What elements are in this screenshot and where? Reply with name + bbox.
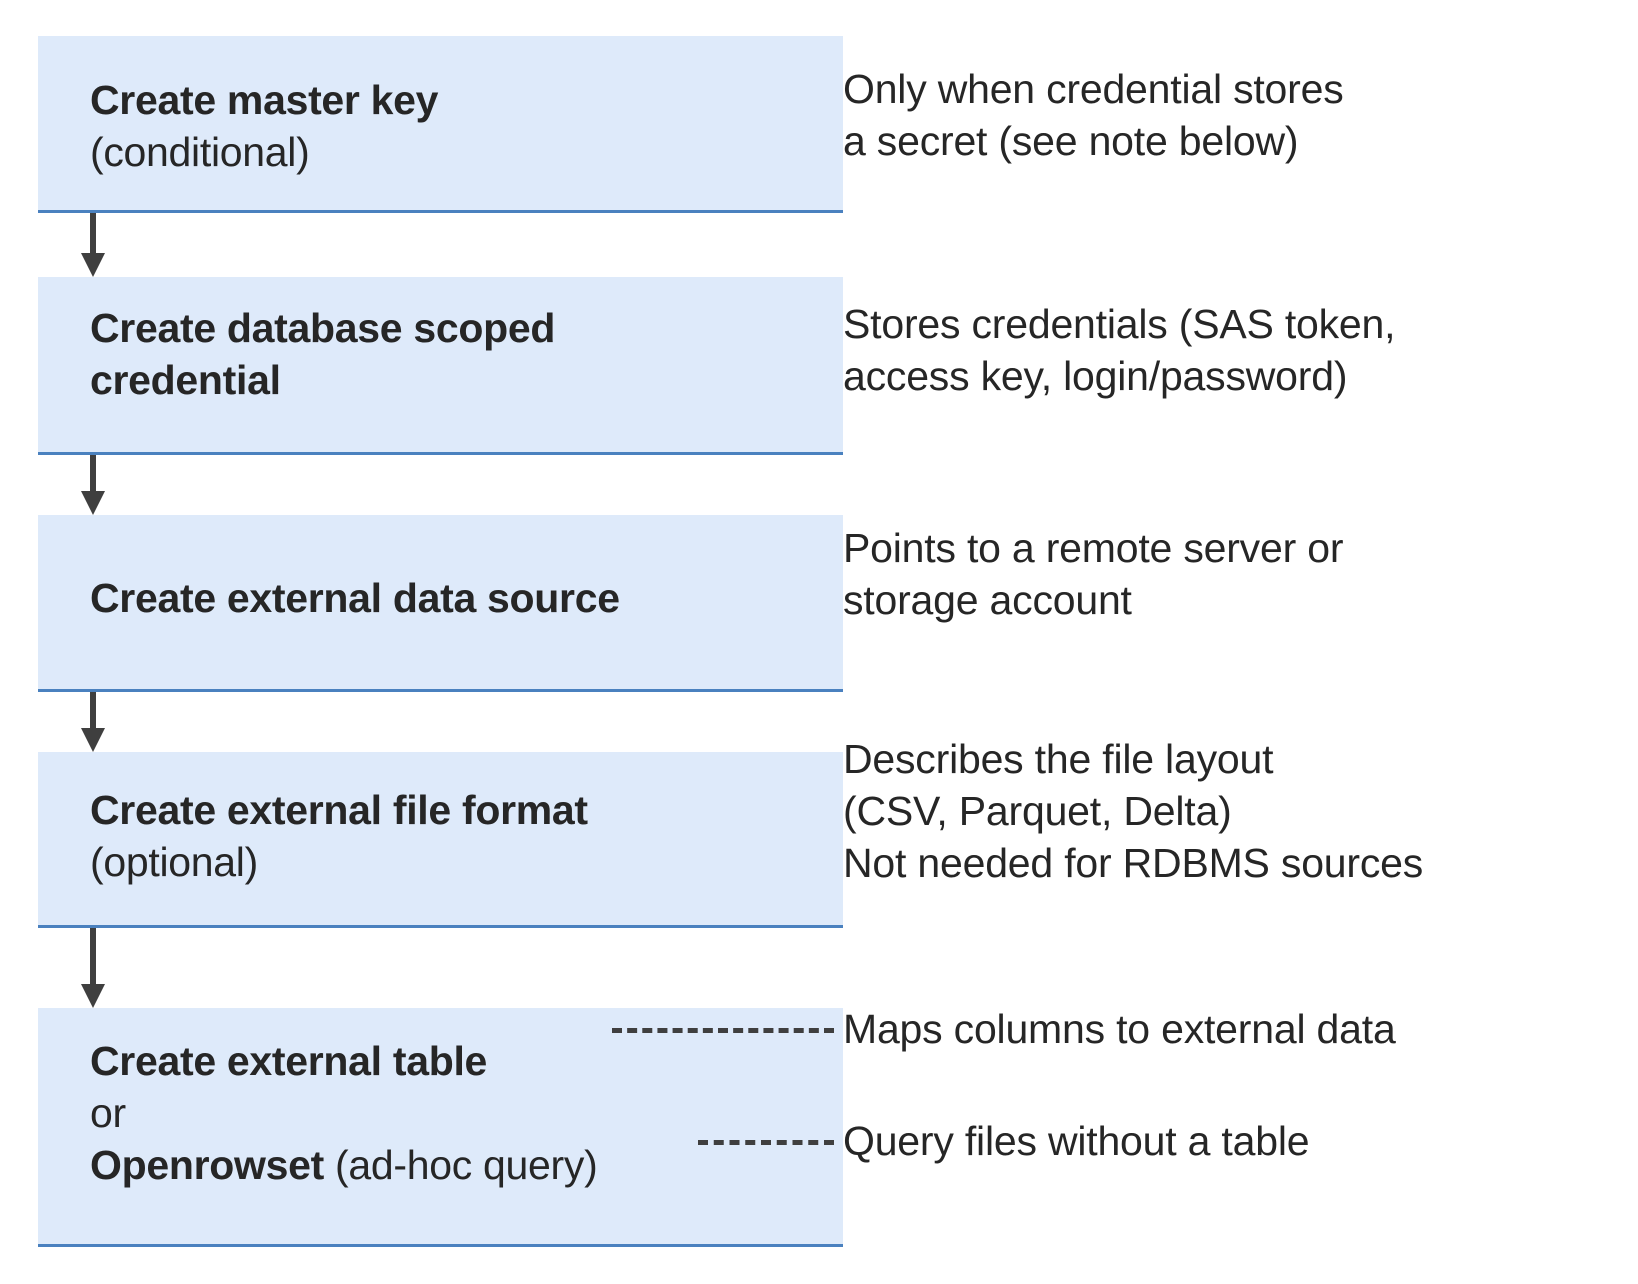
down-arrow-icon-2 bbox=[81, 455, 105, 515]
dashed-connector-openrowset bbox=[698, 1140, 834, 1145]
annotation-line: Stores credentials (SAS token, bbox=[843, 301, 1396, 347]
arrow-head bbox=[81, 253, 105, 277]
step-title: Create external file format bbox=[90, 787, 588, 833]
annotation-create-external-file-format: Describes the file layout (CSV, Parquet,… bbox=[843, 733, 1423, 889]
annotation-create-database-scoped-credential: Stores credentials (SAS token, access ke… bbox=[843, 298, 1396, 402]
step-title: Create master key bbox=[90, 77, 439, 123]
annotation-create-external-table: Maps columns to external data bbox=[843, 1003, 1396, 1055]
annotation-line: a secret (see note below) bbox=[843, 118, 1299, 164]
annotation-line: Describes the file layout bbox=[843, 736, 1274, 782]
arrow-head bbox=[81, 984, 105, 1008]
down-arrow-icon-1 bbox=[81, 213, 105, 277]
arrow-shaft bbox=[90, 928, 96, 984]
step-alt-title-row: Openrowset (ad-hoc query) bbox=[90, 1139, 833, 1191]
arrow-shaft bbox=[90, 213, 96, 253]
down-arrow-icon-3 bbox=[81, 692, 105, 752]
step-separator-or: or bbox=[90, 1090, 126, 1136]
annotation-line: Not needed for RDBMS sources bbox=[843, 840, 1424, 886]
down-arrow-icon-4 bbox=[81, 928, 105, 1008]
annotation-line: Only when credential stores bbox=[843, 66, 1344, 112]
annotation-line: storage account bbox=[843, 577, 1132, 623]
step-subtitle: (optional) bbox=[90, 839, 258, 885]
step-box-create-external-table-or-openrowset[interactable]: Create external table or Openrowset (ad-… bbox=[38, 1008, 843, 1247]
arrow-head bbox=[81, 728, 105, 752]
step-alt-suffix: (ad-hoc query) bbox=[323, 1142, 598, 1188]
step-subtitle: (conditional) bbox=[90, 129, 310, 175]
annotation-line: access key, login/password) bbox=[843, 353, 1348, 399]
annotation-create-external-data-source: Points to a remote server or storage acc… bbox=[843, 522, 1343, 626]
step-title: Create external data source bbox=[90, 575, 620, 621]
step-box-text: Create external data source bbox=[90, 572, 833, 624]
step-box-create-external-data-source[interactable]: Create external data source bbox=[38, 515, 843, 692]
step-box-text: Create master key (conditional) bbox=[90, 74, 833, 178]
annotation-openrowset: Query files without a table bbox=[843, 1115, 1310, 1167]
arrow-shaft bbox=[90, 692, 96, 728]
arrow-head bbox=[81, 491, 105, 515]
step-box-create-master-key[interactable]: Create master key (conditional) bbox=[38, 36, 843, 213]
dashed-connector-external-table bbox=[612, 1028, 834, 1033]
annotation-line: Query files without a table bbox=[843, 1118, 1310, 1164]
step-alt-title: Openrowset bbox=[90, 1142, 324, 1188]
step-title: Create external table bbox=[90, 1038, 488, 1084]
step-box-text: Create database scoped credential bbox=[90, 302, 833, 406]
annotation-create-master-key: Only when credential stores a secret (se… bbox=[843, 63, 1344, 167]
annotation-line: Points to a remote server or bbox=[843, 525, 1344, 571]
annotation-line: (CSV, Parquet, Delta) bbox=[843, 788, 1232, 834]
step-title-continued: credential bbox=[90, 357, 281, 403]
step-title: Create database scoped bbox=[90, 305, 556, 351]
annotation-line: Maps columns to external data bbox=[843, 1006, 1396, 1052]
arrow-shaft bbox=[90, 455, 96, 491]
step-box-create-external-file-format[interactable]: Create external file format (optional) bbox=[38, 752, 843, 928]
step-box-create-database-scoped-credential[interactable]: Create database scoped credential bbox=[38, 277, 843, 455]
step-box-text: Create external table or Openrowset (ad-… bbox=[90, 1035, 833, 1191]
step-box-text: Create external file format (optional) bbox=[90, 784, 833, 888]
